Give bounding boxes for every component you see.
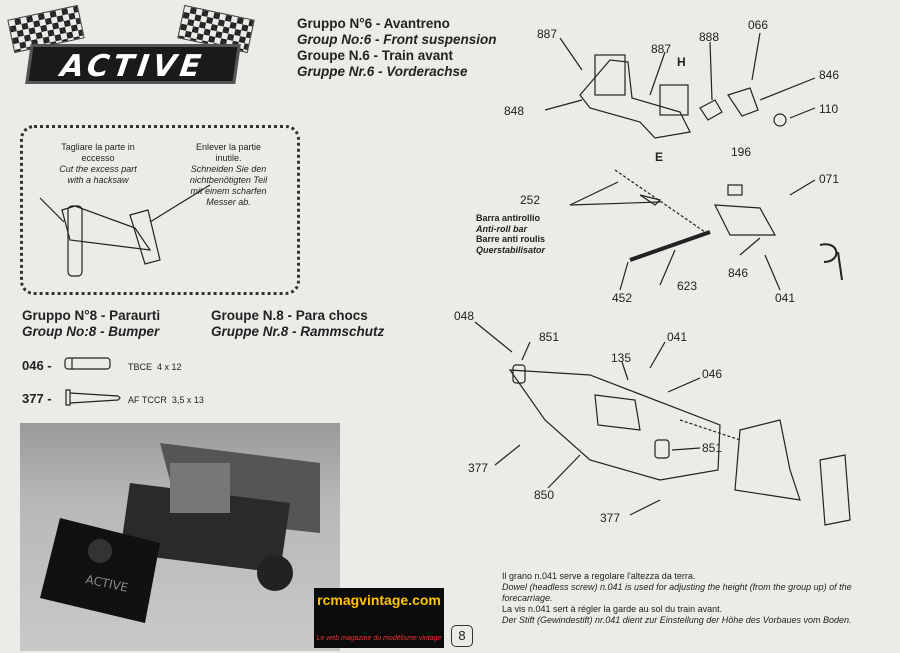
label-H: H xyxy=(677,55,686,69)
cut-instruction-box: Tagliare la parte in eccesso Cut the exc… xyxy=(20,125,300,295)
group8-fr: Groupe N.8 - Para chocs xyxy=(211,308,368,323)
part-name-377: AF TCCR 3,5 x 13 xyxy=(128,395,204,405)
label-041-g8: 041 xyxy=(667,330,688,344)
label-623: 623 xyxy=(677,279,698,293)
group8-title-left: Gruppo N°8 - Paraurti Group No:8 - Bumpe… xyxy=(22,308,160,340)
label-110: 110 xyxy=(819,102,839,116)
label-377-b: 377 xyxy=(600,511,621,525)
label-887-b: 887 xyxy=(651,42,672,56)
group8-en: Group No:8 - Bumper xyxy=(22,324,160,339)
cut-right-line: inutile. xyxy=(215,153,242,163)
label-851-a: 851 xyxy=(539,330,560,344)
cut-right-line: mit einem scharfen xyxy=(190,186,267,196)
height-adjustment-note: Il grano n.041 serve a regolare l'altezz… xyxy=(502,571,897,626)
label-452: 452 xyxy=(612,291,633,305)
label-850: 850 xyxy=(534,488,555,502)
antiroll-de: Querstabilisator xyxy=(476,244,546,255)
label-048: 048 xyxy=(454,309,475,323)
label-071: 071 xyxy=(819,172,840,186)
label-196: 196 xyxy=(731,145,752,159)
note-it: Il grano n.041 serve a regolare l'altezz… xyxy=(502,571,696,581)
label-252: 252 xyxy=(520,193,541,207)
label-846-a: 846 xyxy=(819,68,840,82)
cut-note-left: Tagliare la parte in eccesso Cut the exc… xyxy=(43,142,153,186)
label-377-a: 377 xyxy=(468,461,489,475)
watermark-title: rcmagvintage.com xyxy=(317,592,441,608)
part-377-name: AF TCCR xyxy=(128,395,167,405)
label-046: 046 xyxy=(702,367,723,381)
antiroll-en: Anti-roll bar xyxy=(476,223,527,234)
cut-left-line: with a hacksaw xyxy=(67,175,129,185)
part-046-name: TBCE xyxy=(128,362,153,372)
page-number: 8 xyxy=(451,625,473,647)
antiroll-fr: Barre anti roulis xyxy=(476,234,546,244)
title-en: Group No:6 - Front suspension xyxy=(297,32,497,47)
part-name-046: TBCE 4 x 12 xyxy=(128,362,182,372)
group8-title-right: Groupe N.8 - Para chocs Gruppe Nr.8 - Ra… xyxy=(211,308,384,340)
label-135: 135 xyxy=(611,351,632,365)
watermark-subtitle: Le web magazine du modélisme vintage xyxy=(316,635,442,642)
cut-left-line: Tagliare la parte in xyxy=(61,142,135,152)
note-fr: La vis n.041 sert à régler la garde au s… xyxy=(502,604,723,614)
rcmagvintage-watermark: rcmagvintage.com Le web magazine du modé… xyxy=(314,588,444,648)
cut-left-line: Cut the excess part xyxy=(59,164,137,174)
label-887-a: 887 xyxy=(537,27,558,41)
label-888: 888 xyxy=(699,30,720,44)
note-de: Der Stift (Gewindestift) nr.041 dient zu… xyxy=(502,615,852,625)
part-377-size: 3,5 x 13 xyxy=(171,395,204,405)
part-num-377: 377 - xyxy=(22,391,52,406)
label-846-b: 846 xyxy=(728,266,749,280)
label-848: 848 xyxy=(504,104,525,118)
car-photo-illustration: ACTIVE xyxy=(40,443,320,623)
cut-right-line: Schneiden Sie den xyxy=(190,164,267,174)
label-E: E xyxy=(655,150,664,164)
title-fr: Groupe N.6 - Train avant xyxy=(297,48,454,63)
antiroll-it: Barra antirollio xyxy=(476,213,541,223)
group8-de: Gruppe Nr.8 - Rammschutz xyxy=(211,324,385,339)
label-066: 066 xyxy=(748,18,769,32)
antiroll-bar-label: Barra antirollio Anti-roll bar Barre ant… xyxy=(476,213,545,255)
part-num-046: 046 - xyxy=(22,358,52,373)
title-it: Gruppo N°6 - Avantreno xyxy=(297,16,450,31)
cut-left-line: eccesso xyxy=(81,153,115,163)
cut-note-right: Enlever la partie inutile. Schneiden Sie… xyxy=(171,142,286,208)
part-046-size: 4 x 12 xyxy=(157,362,182,372)
note-en: Dowel (headless screw) n.041 is used for… xyxy=(502,582,852,603)
cut-right-line: Enlever la partie xyxy=(195,142,262,152)
car-photo: ACTIVE xyxy=(20,423,340,651)
label-851-b: 851 xyxy=(702,441,723,455)
label-041: 041 xyxy=(775,291,796,305)
group6-title: Gruppo N°6 - Avantreno Group No:6 - Fron… xyxy=(297,16,497,80)
group8-it: Gruppo N°8 - Paraurti xyxy=(22,308,161,323)
title-de: Gruppe Nr.6 - Vorderachse xyxy=(297,64,468,79)
cut-right-line: nichtbenötigten Teil xyxy=(189,175,268,185)
cut-right-line: Messer ab. xyxy=(206,197,251,207)
